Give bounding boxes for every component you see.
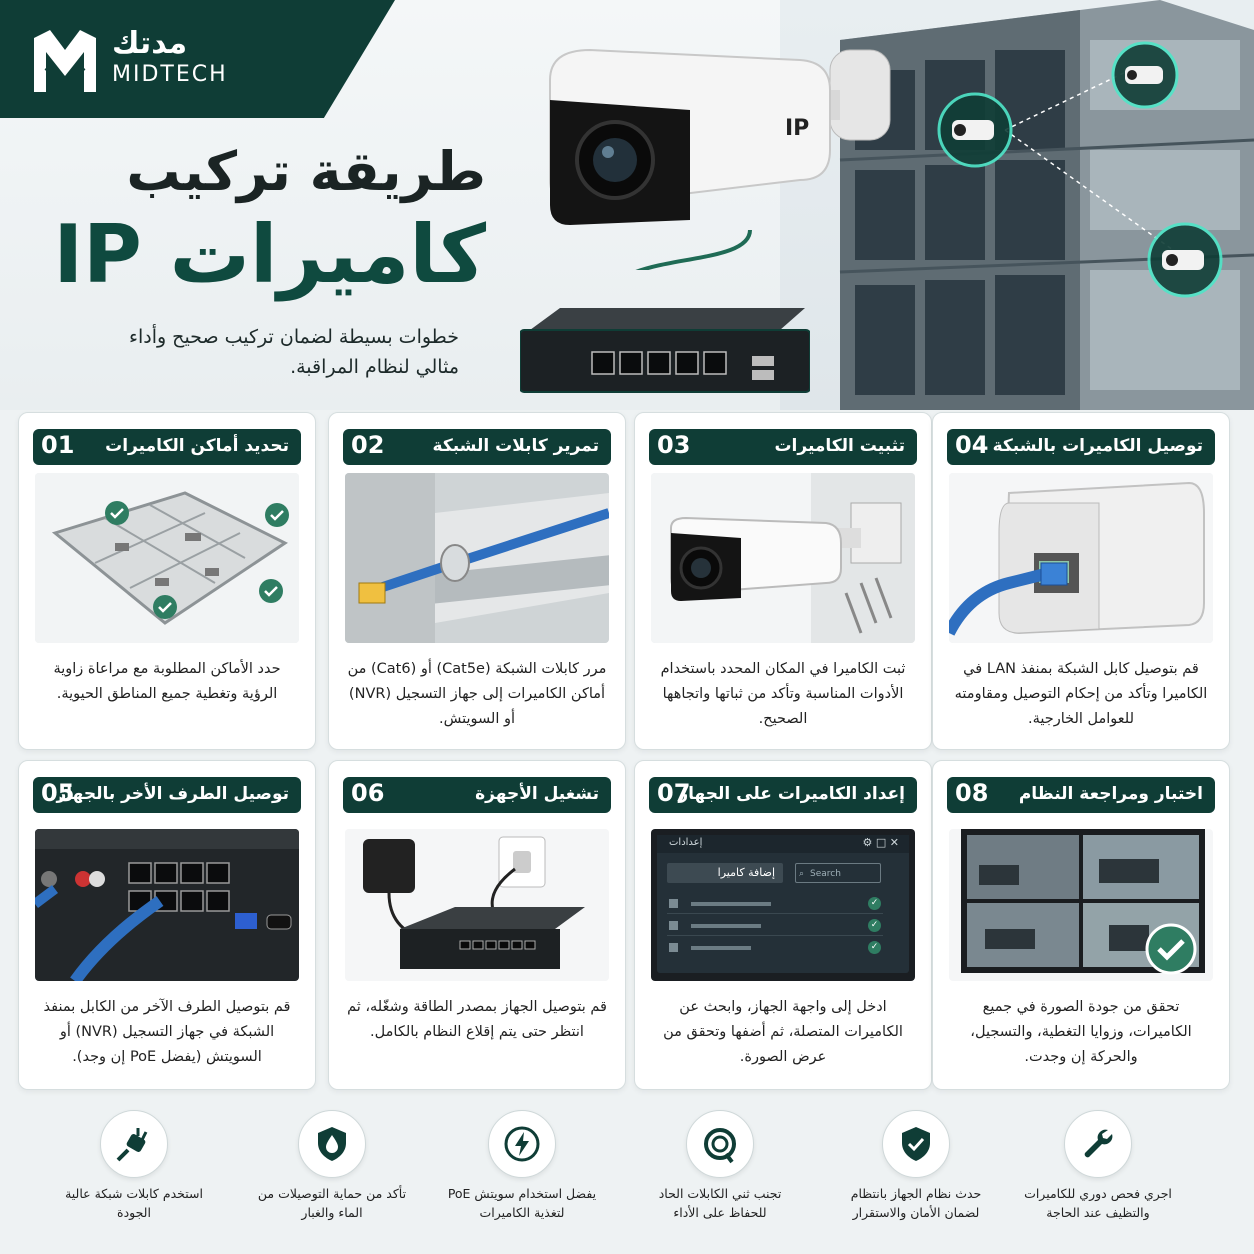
step-number: 03 <box>657 431 691 459</box>
midtech-logo-icon <box>34 30 96 92</box>
add-camera-button[interactable]: إضافة كاميرا <box>667 863 783 883</box>
step-header: 06 تشغيل الأجهزة <box>343 777 611 813</box>
step-description: ادخل إلى واجهة الجهاز، وابحث عن الكاميرا… <box>663 999 903 1065</box>
step-description: مرر كابلات الشبكة (Cat5e) أو (Cat6) من أ… <box>347 661 607 727</box>
step-header: 04 توصيل الكاميرات بالشبكة <box>947 429 1215 465</box>
tip-icon-circle <box>686 1110 754 1178</box>
step-title: اختبار ومراجعة النظام <box>1018 784 1203 804</box>
step-title: توصيل الطرف الأخر بالجهاز <box>56 784 289 804</box>
step-header: 01 تحديد أماكن الكاميرات <box>33 429 301 465</box>
step-number: 06 <box>351 779 385 807</box>
tip-text: حدث نظام الجهاز بانتظام لضمان الأمان وال… <box>850 1186 982 1220</box>
hero-camera-ip-label: IP <box>785 116 809 141</box>
network-cameras-overlay <box>937 41 1223 298</box>
search-placeholder: Search <box>810 869 841 879</box>
step-title: توصيل الكاميرات بالشبكة <box>992 436 1203 456</box>
main-title-line1: طريقة تركيب <box>126 140 486 203</box>
step-header: 07 إعداد الكاميرات على الجهاز <box>649 777 917 813</box>
hero-section: مدتك MIDTECH طريقة تركيب كاميرات IP خطوا… <box>0 0 1254 410</box>
tip-item: حدث نظام الجهاز بانتظام لضمان الأمان وال… <box>836 1110 996 1250</box>
tip-item: اجري فحص دوري للكاميرات والتظيف عند الحا… <box>1018 1110 1178 1250</box>
step-number: 02 <box>351 431 385 459</box>
camera-mount-image <box>651 473 915 643</box>
monitor-multiview-image <box>949 829 1213 981</box>
search-icon: ⌕ <box>799 869 805 879</box>
step-number: 08 <box>955 779 989 807</box>
step-number: 05 <box>41 779 75 807</box>
tip-text: يفضل استخدام سويتش PoE لتغذية الكاميرات <box>447 1186 597 1220</box>
tip-text: استخدم كابلات شبكة عالية الجودة <box>65 1186 203 1220</box>
hero-ip-camera: IP <box>549 48 891 270</box>
check-icon: ✓ <box>868 897 881 910</box>
step-title: تمرير كابلات الشبكة <box>432 436 599 456</box>
lan-connection-image <box>949 473 1213 643</box>
step-number: 07 <box>657 779 691 807</box>
main-title-line2: كاميرات IP <box>53 208 486 301</box>
step-title: تثبيت الكاميرات <box>774 436 905 456</box>
checkmark-icon <box>105 501 289 619</box>
step-card-04: 04 توصيل الكاميرات بالشبكة قم بتوصيل كاب… <box>932 412 1230 750</box>
step-card-02: 02 تمرير كابلات الشبكة مرر كابلات الشبكة… <box>328 412 626 750</box>
verified-check-icon <box>1145 923 1197 975</box>
step-description: حدد الأماكن المطلوبة مع مراعاة زاوية الر… <box>53 661 281 702</box>
subtitle: خطوات بسيطة لضمان تركيب صحيح وأداء مثالي… <box>129 326 459 378</box>
step-description: ثبت الكاميرا في المكان المحدد باستخدام ا… <box>660 661 906 727</box>
step-title: إعداد الكاميرات على الجهاز <box>678 784 905 804</box>
tip-text: اجري فحص دوري للكاميرات والتظيف عند الحا… <box>1024 1186 1172 1220</box>
step-header: 08 اختبار ومراجعة النظام <box>947 777 1215 813</box>
tip-item: استخدم كابلات شبكة عالية الجودة <box>54 1110 214 1250</box>
check-icon: ✓ <box>868 919 881 932</box>
list-item[interactable]: ✓ <box>667 897 883 914</box>
tip-icon-circle <box>1064 1110 1132 1178</box>
step-header: 03 تثبيت الكاميرات <box>649 429 917 465</box>
tip-text: تجنب ثني الكابلات الحاد للحفاظ على الأدا… <box>658 1186 782 1220</box>
shield-check-icon <box>902 1127 930 1161</box>
step-card-01: 01 تحديد أماكن الكاميرات حدد الأماكن الم… <box>18 412 316 750</box>
tip-icon-circle <box>100 1110 168 1178</box>
list-item[interactable]: ✓ <box>667 919 883 936</box>
water-shield-icon <box>318 1127 346 1161</box>
cable-routing-image <box>345 473 609 643</box>
step-description: قم بتوصيل الجهاز بمصدر الطاقة وشغّله، ثم… <box>347 999 607 1040</box>
step-title: تحديد أماكن الكاميرات <box>105 436 289 456</box>
step-header: 05 توصيل الطرف الأخر بالجهاز <box>33 777 301 813</box>
device-search-input[interactable]: ⌕ Search <box>795 863 881 883</box>
tip-text: تأكد من حماية التوصيلات من الماء والغبار <box>257 1186 407 1220</box>
tip-item: تجنب ثني الكابلات الحاد للحفاظ على الأدا… <box>640 1110 800 1250</box>
step-description: قم بتوصيل الطرف الآخر من الكابل بمنفذ ال… <box>43 999 291 1065</box>
window-controls-icon: ⚙ □ ✕ <box>862 836 899 849</box>
plug-icon <box>116 1128 148 1162</box>
cable-loop-icon <box>704 1128 736 1164</box>
step-description: قم بتوصيل كابل الشبكة بمنفذ LAN في الكام… <box>954 661 1208 727</box>
tip-icon-circle <box>488 1110 556 1178</box>
step-number: 01 <box>41 431 75 459</box>
power-bolt-icon <box>504 1126 540 1162</box>
logo-band: مدتك MIDTECH <box>0 0 395 118</box>
step-card-03: 03 تثبيت الكاميرات ثبت الكاميرا في المكا… <box>634 412 932 750</box>
nvr-setup-screen: إعدادات ⚙ □ ✕ إضافة كاميرا ⌕ Search ✓ ✓ <box>651 829 915 981</box>
step-description: تحقق من جودة الصورة في جميع الكاميرات، و… <box>970 999 1192 1065</box>
step-card-06: 06 تشغيل الأجهزة قم بتوصيل الجهاز بمصدر … <box>328 760 626 1090</box>
step-number: 04 <box>955 431 989 459</box>
brand-name-english: MIDTECH <box>112 62 228 87</box>
tip-item: تأكد من حماية التوصيلات من الماء والغبار <box>252 1110 412 1250</box>
step-card-05: 05 توصيل الطرف الأخر بالجهاز قم بتوصيل ا… <box>18 760 316 1090</box>
step-header: 02 تمرير كابلات الشبكة <box>343 429 611 465</box>
screen-header-title: إعدادات <box>669 837 703 848</box>
wrench-icon <box>1084 1129 1113 1158</box>
hero-network-switch <box>520 308 810 393</box>
step-title: تشغيل الأجهزة <box>475 784 599 804</box>
power-devices-image <box>345 829 609 981</box>
step-card-08: 08 اختبار ومراجعة النظام تحقق من جودة ال… <box>932 760 1230 1090</box>
tip-item: يفضل استخدام سويتش PoE لتغذية الكاميرات <box>442 1110 602 1250</box>
list-item[interactable]: ✓ <box>667 941 883 957</box>
check-icon: ✓ <box>868 941 881 954</box>
tip-icon-circle <box>298 1110 366 1178</box>
brand-name-arabic: مدتك <box>112 26 188 61</box>
step-card-07: 07 إعداد الكاميرات على الجهاز إعدادات ⚙ … <box>634 760 932 1090</box>
tip-icon-circle <box>882 1110 950 1178</box>
floor-plan-image <box>35 473 299 643</box>
nvr-ports-image <box>35 829 299 981</box>
